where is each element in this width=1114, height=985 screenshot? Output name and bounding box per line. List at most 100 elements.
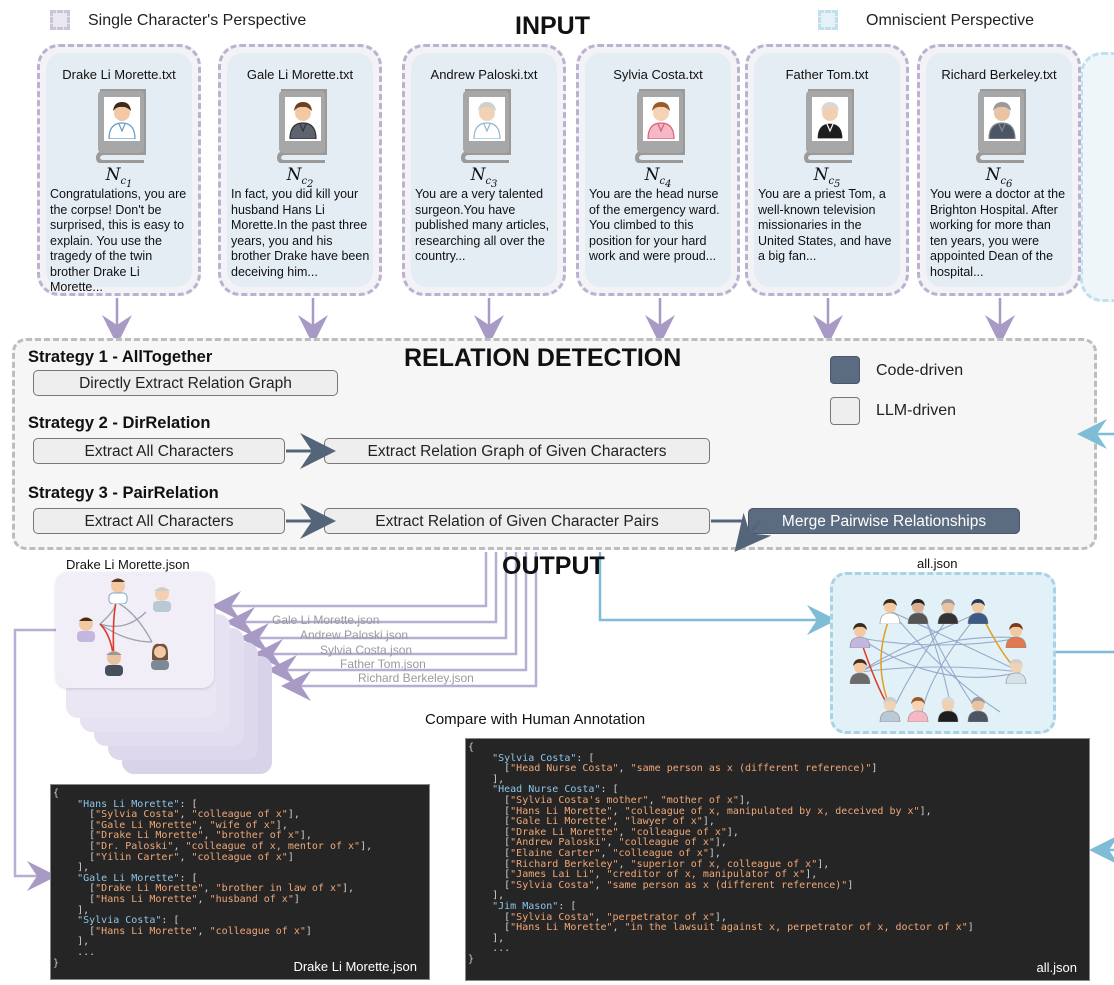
- code-line: ["Head Nurse Costa", "same person as x (…: [468, 763, 878, 775]
- code-line: ["Sylvia Costa", "colleague of x"],: [53, 809, 300, 821]
- code-line: ],: [53, 862, 90, 874]
- llm-driven-label: LLM-driven: [876, 402, 957, 419]
- card-filename: Drake Li Morette.txt: [62, 67, 176, 82]
- character-avatar-icon: [1004, 622, 1028, 653]
- code-line: ["Elaine Carter", "colleague of x"],: [468, 847, 721, 859]
- card-description: You are a very talented surgeon.You have…: [415, 187, 550, 263]
- input-heading: INPUT: [515, 12, 590, 40]
- llm-driven-swatch: [830, 397, 860, 425]
- code-line: ],: [468, 890, 505, 902]
- character-avatar-icon: [878, 598, 902, 629]
- strategy-3-characters-box: Extract All Characters: [33, 508, 285, 534]
- mini-young-man-icon: [72, 614, 100, 647]
- character-avatar-icon: [878, 696, 902, 727]
- woman-headset-icon: [289, 102, 317, 139]
- character-avatar-icon: [848, 622, 872, 653]
- stack-json-label: Sylvia Costa.json: [320, 643, 413, 657]
- mini-woman-icon: [146, 642, 174, 675]
- card-description: You are a priest Tom, a well-known telev…: [758, 187, 892, 263]
- mini-doctor-icon: [104, 576, 132, 609]
- card-symbol: Nc1: [105, 165, 133, 191]
- code-line: }: [468, 953, 475, 965]
- nurse-icon: [647, 102, 675, 139]
- character-avatar-icon: [848, 658, 872, 689]
- code-line: "Sylvia Costa": [: [492, 752, 595, 764]
- card-description: You are the head nurse of the emergency …: [589, 187, 720, 263]
- code-line: ],: [53, 904, 90, 916]
- card-symbol: Nc6: [985, 165, 1013, 191]
- code-line: ],: [468, 932, 505, 944]
- all-json-title: all.json: [917, 556, 958, 571]
- card-symbol: Nc4: [644, 165, 672, 191]
- character-avatar-icon: [906, 598, 930, 629]
- character-avatar-icon: [966, 696, 990, 727]
- code-line: ["Yilin Carter", "colleague of x"]: [53, 851, 294, 863]
- stack-json-label: Father Tom.json: [340, 657, 426, 671]
- code-line: ["Drake Li Morette", "brother in law of …: [53, 883, 355, 895]
- code-line: ["Hans Li Morette", "colleague of x"]: [53, 925, 312, 937]
- card-filename: Gale Li Morette.txt: [246, 67, 354, 82]
- code-line: ["Gale Li Morette", "lawyer of x"],: [468, 816, 715, 828]
- code-line: }: [53, 957, 60, 969]
- code-line: ["Gale Li Morette", "wife of x"],: [53, 819, 288, 831]
- relation-detection-heading: RELATION DETECTION: [404, 344, 682, 372]
- code-driven-label: Code-driven: [876, 362, 964, 379]
- character-avatar-icon: [1004, 658, 1028, 689]
- doctor-male-icon: [108, 102, 136, 139]
- stack-json-label: Andrew Paloski.json: [300, 628, 409, 642]
- code-right-label: all.json: [1036, 960, 1077, 976]
- code-line: ["Sylvia Costa", "perpetrator of x"],: [468, 911, 727, 923]
- code-line: ["Drake Li Morette", "colleague of x"],: [468, 826, 739, 838]
- code-line: ...: [53, 946, 96, 958]
- code-line: {: [53, 788, 60, 799]
- card-description: In fact, you did kill your husband Hans …: [231, 187, 370, 279]
- card-filename: Richard Berkeley.txt: [941, 67, 1057, 82]
- strategy-1-title: Strategy 1 - AllTogether: [28, 348, 213, 366]
- strategy-2-characters-box: Extract All Characters: [33, 438, 285, 464]
- code-line: ["Dr. Paloski", "colleague of x, mentor …: [53, 840, 373, 852]
- code-line: "Jim Mason": [: [492, 900, 577, 912]
- card-filename: Sylvia Costa.txt: [613, 67, 703, 82]
- card-description: You were a doctor at the Brighton Hospit…: [930, 187, 1066, 279]
- card-filename: Andrew Paloski.txt: [430, 67, 538, 82]
- code-left-label: Drake Li Morette.json: [293, 959, 417, 975]
- stack-json-label: Richard Berkeley.json: [358, 671, 474, 685]
- code-line: ],: [53, 936, 90, 948]
- old-man-glasses-icon: [988, 102, 1016, 139]
- character-avatar-icon: [936, 696, 960, 727]
- drake-json-card: [56, 572, 214, 688]
- mini-old-man-icon: [100, 648, 128, 681]
- code-line: ["Hans Li Morette", "in the lawsuit agai…: [468, 922, 974, 934]
- code-line: "Gale Li Morette": [: [77, 872, 198, 884]
- single-perspective-label: Single Character's Perspective: [88, 12, 307, 29]
- strategy-3-merge-box: Merge Pairwise Relationships: [748, 508, 1020, 534]
- code-line: ["Hans Li Morette", "husband of x"]: [53, 893, 300, 905]
- code-line: ["Sylvia Costa", "same person as x (diff…: [468, 879, 854, 891]
- code-line: ["Hans Li Morette", "colleague of x, man…: [468, 805, 932, 817]
- stack-json-label: Gale Li Morette.json: [272, 613, 380, 627]
- character-avatar-icon: [906, 696, 930, 727]
- priest-icon: [816, 102, 844, 139]
- old-doctor-icon: [473, 102, 501, 139]
- code-line: {: [468, 742, 475, 753]
- code-line: ],: [468, 773, 505, 785]
- character-avatar-icon: [936, 598, 960, 629]
- card-symbol: Nc3: [470, 165, 498, 191]
- code-line: ["Richard Berkeley", "superior of x, col…: [468, 858, 830, 870]
- card-description: Congratulations, you are the corpse! Don…: [50, 187, 187, 294]
- compare-label: Compare with Human Annotation: [425, 711, 646, 728]
- card-symbol: Nc2: [286, 165, 314, 191]
- code-line: "Hans Li Morette": [: [77, 798, 198, 810]
- strategy-3-pairs-box: Extract Relation of Given Character Pair…: [324, 508, 710, 534]
- card-filename: Father Tom.txt: [785, 67, 869, 82]
- omniscient-frame: [1080, 52, 1114, 302]
- output-heading: OUTPUT: [502, 552, 605, 580]
- all-json-panel: [830, 572, 1056, 734]
